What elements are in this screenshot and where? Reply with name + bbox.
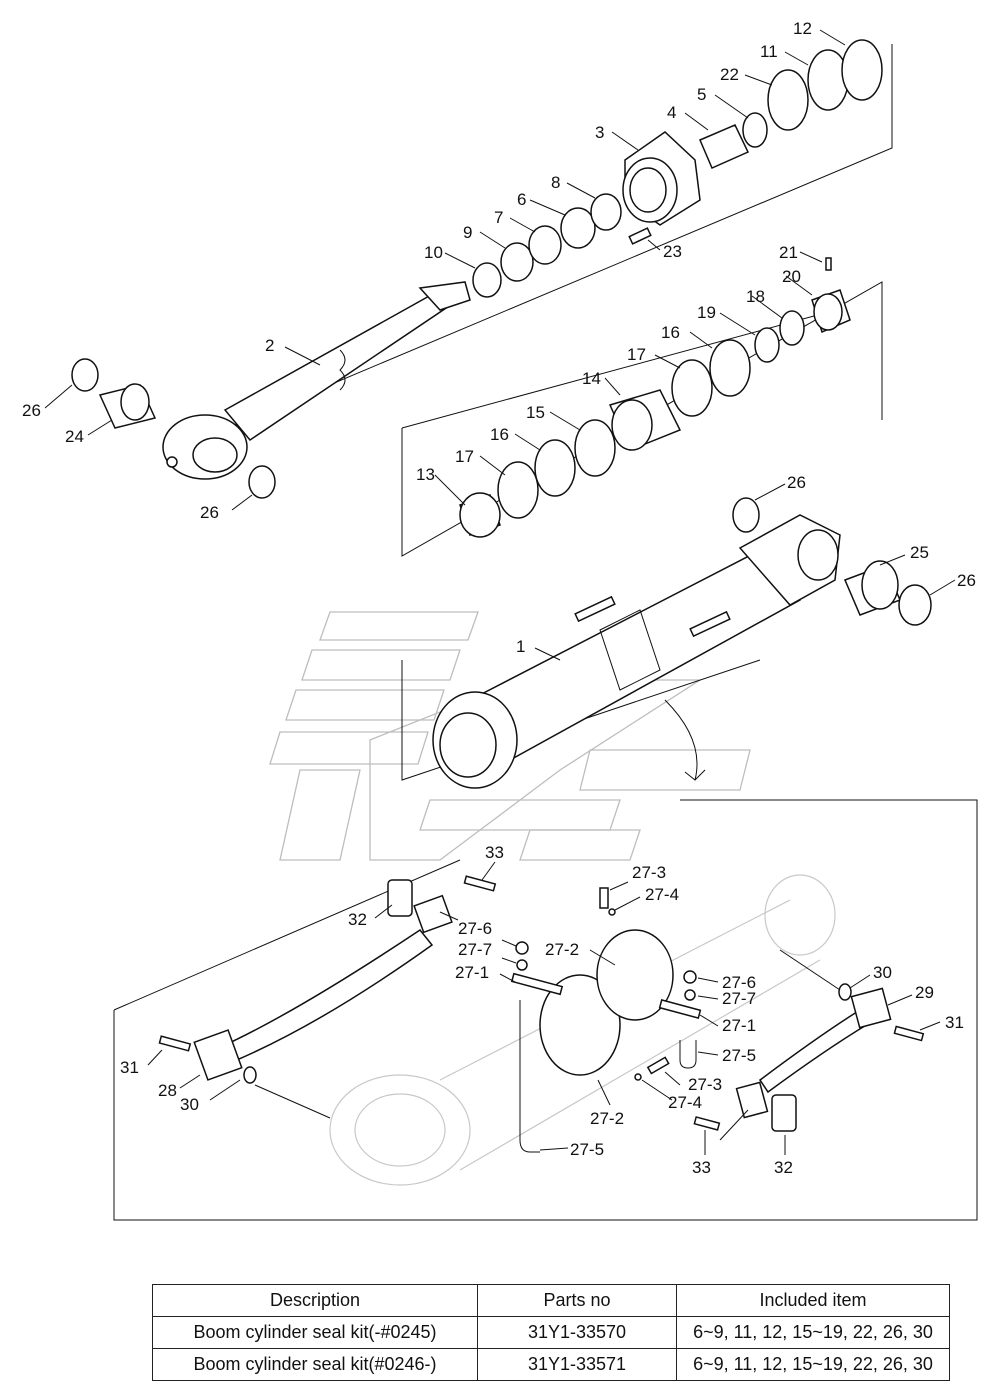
table-cell: Boom cylinder seal kit(#0246-) [152,1348,478,1381]
callout-27-1-right: 27-1 [722,1016,756,1035]
callout-27-6-right: 27-6 [722,973,756,992]
callout-27-4-lower: 27-4 [668,1093,702,1112]
callout-4: 4 [667,103,676,122]
callout-14: 14 [582,369,601,388]
rod-eye-parts [71,358,276,499]
table-cell: Boom cylinder seal kit(-#0245) [152,1316,478,1349]
callout-17-upper: 17 [627,345,646,364]
callout-30-right: 30 [873,963,892,982]
callout-31-left: 31 [120,1058,139,1077]
pipe-detail-parts [158,875,925,1153]
table-header-row: Description Parts no Included item [152,1284,950,1317]
callout-33-upper: 33 [485,843,504,862]
callout-26-right: 26 [957,571,976,590]
table-cell: 31Y1-33571 [477,1348,677,1381]
callout-11: 11 [760,42,778,61]
callout-33-lower: 33 [692,1158,711,1177]
table-row: Boom cylinder seal kit(-#0245) 31Y1-3357… [152,1316,950,1349]
callout-12: 12 [793,19,812,38]
callout-25: 25 [910,543,929,562]
callout-23: 23 [663,242,682,261]
callout-19: 19 [697,303,716,322]
callout-1: 1 [516,637,525,656]
table-row: Boom cylinder seal kit(#0246-) 31Y1-3357… [152,1348,950,1381]
callout-2: 2 [265,336,274,355]
callout-17-lower: 17 [455,447,474,466]
callout-3: 3 [595,123,604,142]
callout-22: 22 [720,65,739,84]
leader-lines [44,29,956,1155]
callout-13: 13 [416,465,435,484]
callout-16-upper: 16 [661,323,680,342]
callout-8: 8 [551,173,560,192]
callout-9: 9 [463,223,472,242]
table-cell: 6~9, 11, 12, 15~19, 22, 26, 30 [676,1316,950,1349]
column-header-parts-no: Parts no [477,1284,677,1317]
callout-27-5-right: 27-5 [722,1046,756,1065]
callout-7: 7 [494,208,503,227]
callout-18: 18 [746,287,765,306]
piston-parts [459,257,851,538]
tube-eye-parts [732,497,932,626]
callout-10: 10 [424,243,443,262]
callout-27-7-right: 27-7 [722,989,756,1008]
callout-28: 28 [158,1081,177,1100]
table-cell: 6~9, 11, 12, 15~19, 22, 26, 30 [676,1348,950,1381]
callout-6: 6 [517,190,526,209]
table-cell: 31Y1-33570 [477,1316,677,1349]
callout-27-3-lower: 27-3 [688,1075,722,1094]
callout-27-5-lower: 27-5 [570,1140,604,1159]
callout-20: 20 [782,267,801,286]
rod-cover-parts [472,39,883,298]
cylinder-tube [432,514,841,789]
callout-21: 21 [779,243,798,262]
callout-24: 24 [65,427,84,446]
callout-26-left: 26 [22,401,41,420]
callout-26-eye: 26 [787,473,806,492]
callout-27-1-left: 27-1 [455,963,489,982]
callout-27-4-upper: 27-4 [645,885,679,904]
callout-27-2-lower: 27-2 [590,1109,624,1128]
callout-27-2-upper: 27-2 [545,940,579,959]
callout-30-left: 30 [180,1095,199,1114]
callout-5: 5 [697,85,706,104]
callout-27-3-upper: 27-3 [632,863,666,882]
callout-32-left: 32 [348,910,367,929]
callout-labels: 12 11 22 5 4 3 8 6 7 9 10 23 21 20 18 19… [22,19,976,1177]
callout-29: 29 [915,983,934,1002]
column-header-included-item: Included item [676,1284,950,1317]
callout-26-rod: 26 [200,503,219,522]
callout-16-lower: 16 [490,425,509,444]
callout-27-6-left: 27-6 [458,919,492,938]
column-header-description: Description [152,1284,478,1317]
seal-kit-table: Description Parts no Included item Boom … [152,1284,950,1381]
callout-15: 15 [526,403,545,422]
callout-27-7-left: 27-7 [458,940,492,959]
callout-32-right: 32 [774,1158,793,1177]
piston-rod [162,281,471,480]
callout-31-right: 31 [945,1013,964,1032]
